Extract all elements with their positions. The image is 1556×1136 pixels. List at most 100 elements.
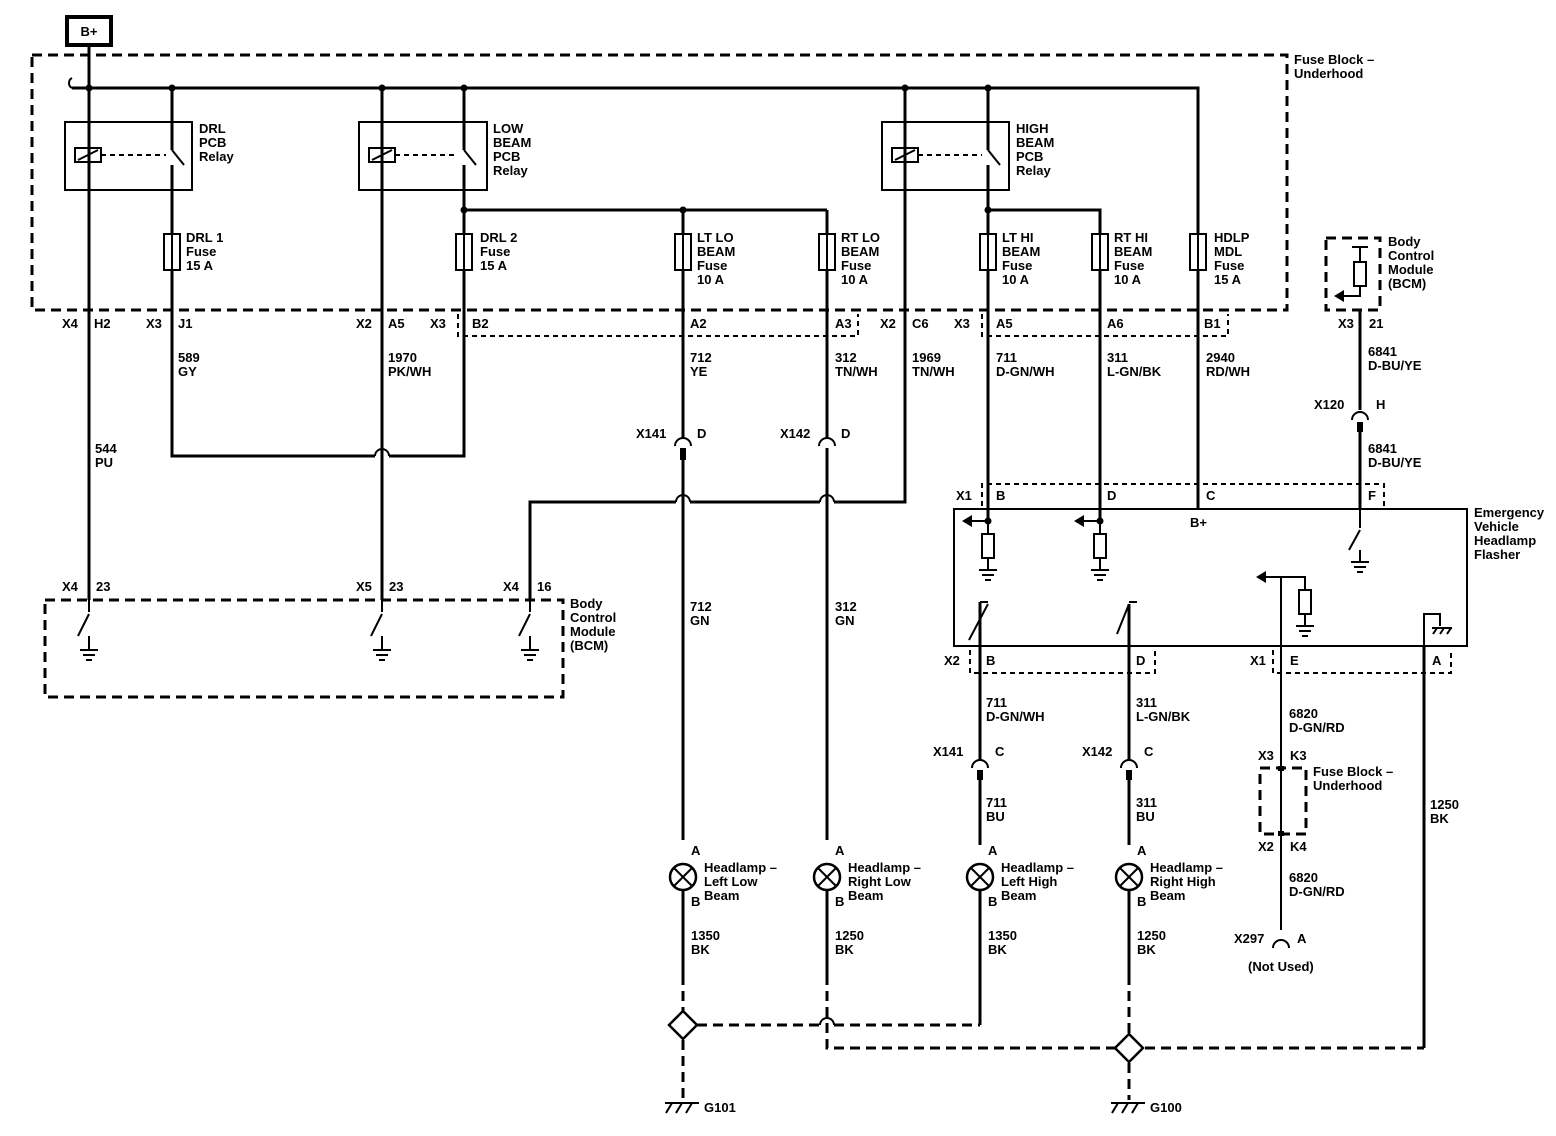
svg-text:Relay: Relay bbox=[493, 163, 528, 178]
svg-text:BU: BU bbox=[1136, 809, 1155, 824]
svg-text:X3: X3 bbox=[1338, 316, 1354, 331]
svg-text:A: A bbox=[1297, 931, 1307, 946]
svg-text:C: C bbox=[995, 744, 1005, 759]
svg-text:X4: X4 bbox=[503, 579, 520, 594]
svg-text:B1: B1 bbox=[1204, 316, 1221, 331]
svg-text:711: 711 bbox=[986, 795, 1007, 810]
power-label: B+ bbox=[81, 24, 98, 39]
svg-text:Flasher: Flasher bbox=[1474, 547, 1520, 562]
svg-text:D: D bbox=[1136, 653, 1145, 668]
svg-text:BEAM: BEAM bbox=[841, 244, 879, 259]
ground-return-g101 bbox=[681, 975, 980, 1027]
svg-text:A3: A3 bbox=[835, 316, 852, 331]
svg-text:E: E bbox=[1290, 653, 1299, 668]
relay-low-beam: LOW BEAM PCB Relay bbox=[358, 121, 531, 191]
svg-text:RT LO: RT LO bbox=[841, 230, 880, 245]
svg-text:BEAM: BEAM bbox=[697, 244, 735, 259]
svg-text:A: A bbox=[1137, 843, 1147, 858]
svg-text:C: C bbox=[1144, 744, 1154, 759]
wire-high-coil bbox=[528, 88, 907, 600]
svg-text:D: D bbox=[697, 426, 706, 441]
svg-text:PCB: PCB bbox=[493, 149, 520, 164]
svg-text:MDL: MDL bbox=[1214, 244, 1242, 259]
svg-text:Beam: Beam bbox=[1001, 888, 1036, 903]
svg-text:X3: X3 bbox=[146, 316, 162, 331]
svg-text:1250: 1250 bbox=[1430, 797, 1459, 812]
connector-x3-bracket bbox=[457, 314, 859, 337]
svg-text:GN: GN bbox=[835, 613, 855, 628]
svg-text:Underhood: Underhood bbox=[1294, 66, 1363, 81]
svg-text:X141: X141 bbox=[636, 426, 666, 441]
svg-text:TN/WH: TN/WH bbox=[912, 364, 955, 379]
svg-text:B: B bbox=[835, 894, 844, 909]
svg-text:K4: K4 bbox=[1290, 839, 1307, 854]
svg-text:Fuse: Fuse bbox=[1214, 258, 1244, 273]
svg-text:DRL: DRL bbox=[199, 121, 226, 136]
connector-x142-c: X142 C bbox=[1082, 744, 1154, 780]
svg-text:1350: 1350 bbox=[988, 928, 1017, 943]
svg-text:Beam: Beam bbox=[704, 888, 739, 903]
connector-x3b-bracket bbox=[981, 314, 1229, 337]
svg-text:311: 311 bbox=[1136, 795, 1157, 810]
svg-text:711: 711 bbox=[996, 350, 1017, 365]
wire-high-beam-bus bbox=[988, 208, 1102, 520]
svg-text:1970: 1970 bbox=[388, 350, 417, 365]
svg-text:YE: YE bbox=[690, 364, 708, 379]
svg-text:X142: X142 bbox=[1082, 744, 1112, 759]
power-source-bplus: B+ bbox=[65, 15, 113, 47]
svg-text:Right Low: Right Low bbox=[848, 874, 912, 889]
svg-text:TN/WH: TN/WH bbox=[835, 364, 878, 379]
svg-text:BU: BU bbox=[986, 809, 1005, 824]
svg-text:Headlamp –: Headlamp – bbox=[1150, 860, 1223, 875]
svg-text:BK: BK bbox=[1430, 811, 1449, 826]
svg-text:10 A: 10 A bbox=[697, 272, 725, 287]
svg-text:BK: BK bbox=[1137, 942, 1156, 957]
wire-drl2 bbox=[389, 88, 466, 458]
svg-text:BEAM: BEAM bbox=[1002, 244, 1040, 259]
svg-text:Fuse Block –: Fuse Block – bbox=[1294, 52, 1374, 67]
svg-text:BK: BK bbox=[988, 942, 1007, 957]
svg-text:PCB: PCB bbox=[1016, 149, 1043, 164]
svg-text:1250: 1250 bbox=[835, 928, 864, 943]
svg-text:Left High: Left High bbox=[1001, 874, 1057, 889]
svg-text:A5: A5 bbox=[388, 316, 405, 331]
svg-text:A2: A2 bbox=[690, 316, 707, 331]
top-pin-labels: X4 H2 X3 J1 X2 A5 X3 B2 A2 A3 X2 C6 X3 A… bbox=[62, 316, 1221, 331]
svg-text:B: B bbox=[1137, 894, 1146, 909]
svg-text:DRL 1: DRL 1 bbox=[186, 230, 223, 245]
fuse-block-frame bbox=[30, 53, 1289, 312]
svg-text:312: 312 bbox=[835, 599, 857, 614]
flasher-bottom-bracket-x2 bbox=[969, 650, 1156, 674]
svg-text:B2: B2 bbox=[472, 316, 489, 331]
svg-text:6841: 6841 bbox=[1368, 441, 1397, 456]
svg-text:1969: 1969 bbox=[912, 350, 941, 365]
svg-text:D: D bbox=[841, 426, 850, 441]
svg-text:A5: A5 bbox=[996, 316, 1013, 331]
svg-text:X2: X2 bbox=[1258, 839, 1274, 854]
fuse-block-label: Fuse Block – Underhood bbox=[1294, 52, 1374, 81]
svg-text:544: 544 bbox=[95, 441, 117, 456]
svg-text:D-GN/WH: D-GN/WH bbox=[986, 709, 1045, 724]
svg-text:Body: Body bbox=[570, 596, 603, 611]
ground-g100: G100 bbox=[1111, 1100, 1182, 1115]
svg-text:DRL 2: DRL 2 bbox=[480, 230, 517, 245]
svg-text:D-GN/RD: D-GN/RD bbox=[1289, 720, 1345, 735]
svg-text:Left Low: Left Low bbox=[704, 874, 758, 889]
svg-text:Body: Body bbox=[1388, 234, 1421, 249]
svg-text:Beam: Beam bbox=[848, 888, 883, 903]
